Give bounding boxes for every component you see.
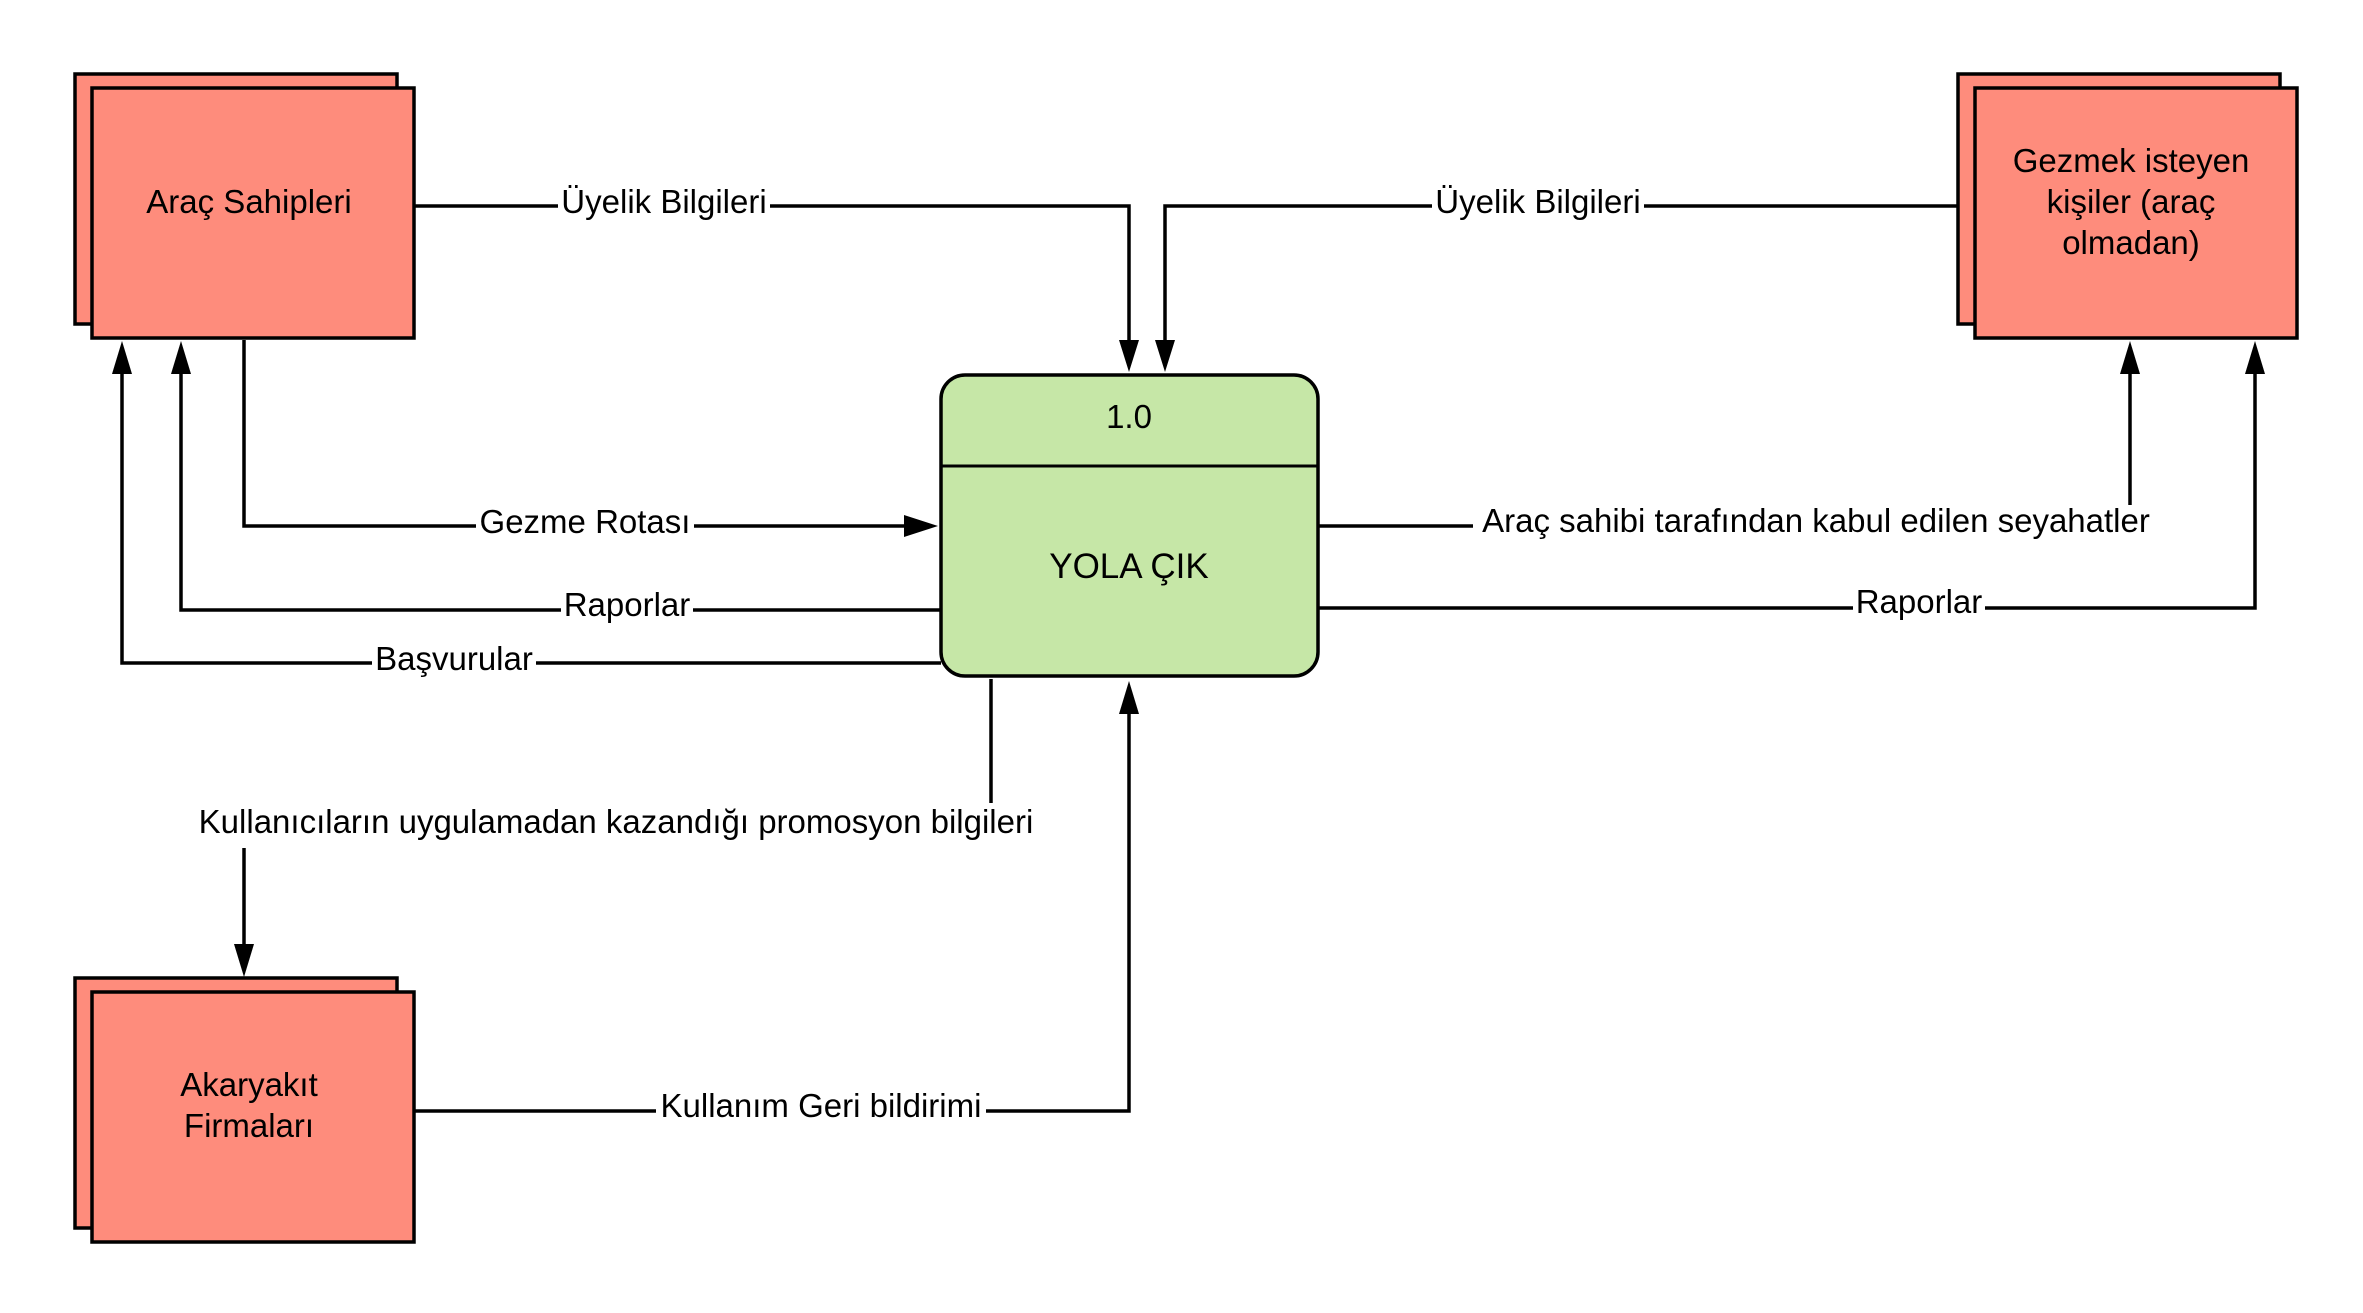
entity-akaryakit-firmalari: Akaryakıt Firmaları [73, 976, 416, 1244]
flow-label-accepted-trips: Araç sahibi tarafından kabul edilen seya… [1482, 502, 2150, 539]
entity-gezmek-isteyen-kisiler: Gezmek isteyen kişiler (araç olmadan) [1956, 72, 2299, 340]
arrowhead-up-icon [1119, 681, 1139, 714]
flow-label-traveler-reports: Raporlar [1856, 583, 1983, 620]
flow-line-traveler-reports [1318, 366, 2257, 610]
arrow-heads [112, 340, 2265, 977]
process-name: YOLA ÇIK [1049, 547, 1209, 586]
label-bg [656, 1089, 986, 1131]
process-box [939, 373, 1320, 678]
label-bg [372, 642, 536, 682]
process-id: 1.0 [1106, 398, 1152, 435]
entity-arac-sahipleri: Araç Sahipleri [73, 72, 416, 340]
entity-label-line-2: kişiler (araç [2047, 183, 2216, 220]
arrowhead-up-icon [171, 341, 191, 374]
entity-label: Araç Sahipleri [146, 183, 351, 220]
entity-label-line-1: Akaryakıt [180, 1066, 318, 1103]
entity-box [1973, 86, 2299, 340]
arrowhead-down-icon [1119, 340, 1139, 372]
flow-label-owner-membership: Üyelik Bilgileri [561, 183, 766, 220]
entity-label-line-1: Gezmek isteyen [2013, 142, 2250, 179]
flow-line-owner-membership [414, 204, 1131, 350]
arrowhead-down-icon [1155, 340, 1175, 372]
flow-line-feedback [414, 706, 1131, 1113]
label-bg [476, 505, 694, 545]
flow-line-route [242, 340, 912, 528]
flow-line-applications [120, 366, 941, 665]
entity-label-line-3: olmadan) [2062, 224, 2200, 261]
arrowhead-up-icon [112, 341, 132, 374]
arrowhead-up-icon [2120, 341, 2140, 374]
arrowhead-up-icon [2245, 341, 2265, 374]
label-bg [561, 588, 693, 628]
entity-label-line-2: Firmaları [184, 1107, 314, 1144]
arrowhead-down-icon [234, 944, 254, 977]
flow-labels: Üyelik Bilgileri Üyelik Bilgileri Gezme … [186, 183, 2161, 1131]
flow-label-owner-reports: Raporlar [564, 586, 691, 623]
label-bg [558, 186, 770, 226]
label-bg [186, 803, 1046, 845]
flow-label-feedback: Kullanım Geri bildirimi [661, 1087, 982, 1124]
label-bg [1432, 186, 1644, 226]
flow-label-applications: Başvurular [375, 640, 533, 677]
flow-line-traveler-membership [1163, 204, 1958, 350]
flow-label-traveler-membership: Üyelik Bilgileri [1435, 183, 1640, 220]
entity-box [90, 990, 416, 1244]
flow-line-owner-reports [179, 366, 941, 612]
entity-box [90, 86, 416, 340]
arrowhead-right-icon [904, 515, 938, 537]
label-bg [1473, 505, 2161, 545]
flow-label-promotions: Kullanıcıların uygulamadan kazandığı pro… [199, 803, 1034, 840]
flow-label-route: Gezme Rotası [480, 503, 691, 540]
label-bg [1853, 585, 1985, 625]
process-yola-cik: 1.0 YOLA ÇIK [939, 373, 1320, 678]
